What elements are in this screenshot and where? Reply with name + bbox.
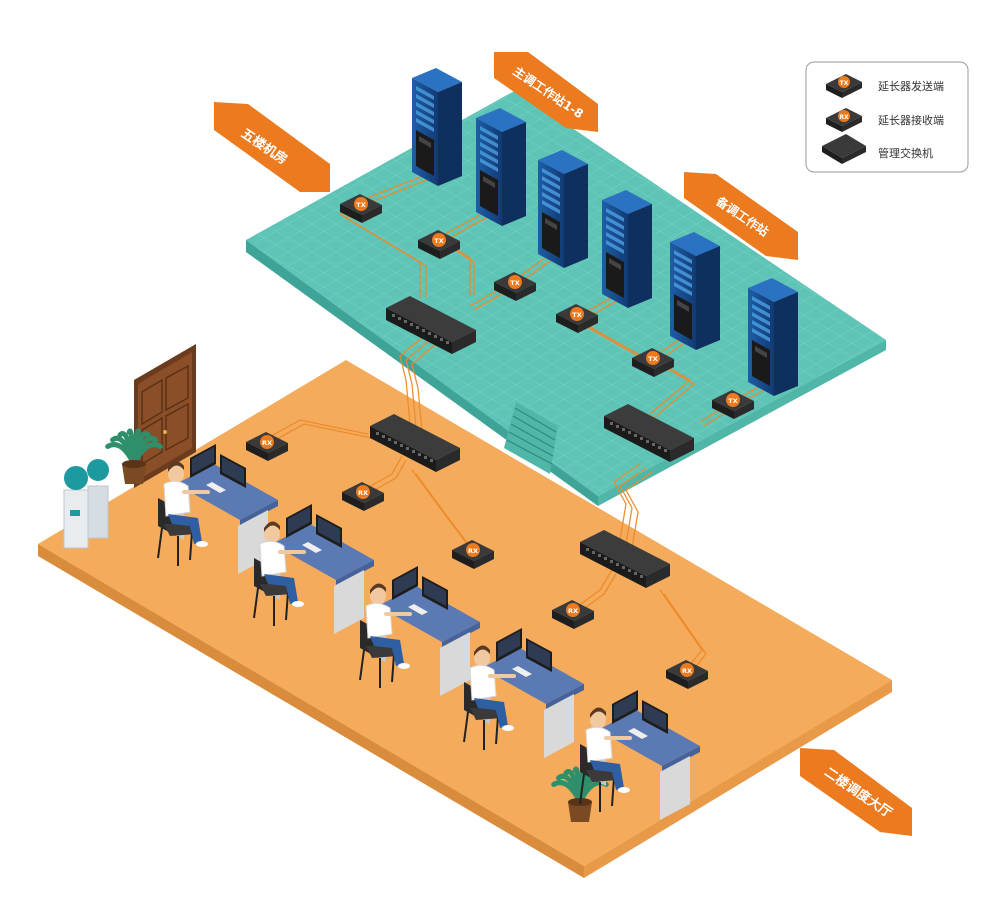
label-server-room: 五楼机房	[214, 102, 330, 192]
workstation	[463, 628, 584, 758]
rx-extender: RX	[666, 660, 708, 689]
network-switch	[386, 296, 476, 354]
server-rack	[412, 68, 462, 186]
server-rack	[670, 232, 720, 350]
server-rack	[476, 108, 526, 226]
svg-text:TX: TX	[572, 311, 581, 319]
tx-extender: TX	[556, 304, 598, 333]
legend: TX 延长器发送端 RX 延长器接收端 管理交换机	[805, 61, 969, 173]
legend-switch-label: 管理交换机	[878, 146, 933, 160]
tx-extender: TX	[340, 194, 382, 223]
legend-rx-label: 延长器接收端	[878, 113, 944, 127]
workstations	[157, 444, 700, 820]
legend-tx-label: 延长器发送端	[878, 79, 944, 93]
switches	[370, 296, 694, 588]
svg-text:RX: RX	[682, 667, 692, 675]
workstation	[253, 504, 374, 634]
extenders: TX TX TX TX TX TX RX RX RX RX RX	[246, 194, 754, 689]
plants	[105, 428, 609, 822]
svg-text:TX: TX	[648, 355, 657, 363]
network-switch	[604, 404, 694, 462]
tx-extender-icon: TX	[826, 74, 862, 98]
network-switch	[580, 530, 670, 588]
tx-extender: TX	[494, 272, 536, 301]
svg-text:RX: RX	[262, 439, 272, 447]
svg-text:RX: RX	[468, 547, 478, 555]
svg-text:RX: RX	[839, 114, 849, 121]
svg-text:TX: TX	[510, 279, 519, 287]
svg-text:RX: RX	[568, 607, 578, 615]
workstation	[359, 566, 480, 696]
switch-icon	[822, 134, 866, 164]
potted-plant	[551, 766, 609, 822]
door	[134, 344, 196, 488]
label-dispatch-hall: 二楼调度大厅	[800, 748, 912, 836]
server-racks	[412, 68, 798, 396]
svg-text:TX: TX	[728, 397, 737, 405]
workstation	[579, 690, 700, 820]
rx-extender: RX	[552, 600, 594, 629]
svg-text:RX: RX	[358, 489, 368, 497]
tx-extender: TX	[418, 230, 460, 259]
potted-plant	[105, 428, 163, 484]
workstation	[157, 444, 278, 574]
server-rack	[748, 278, 798, 396]
rx-extender: RX	[452, 540, 494, 569]
server-rack	[602, 190, 652, 308]
server-rack	[538, 150, 588, 268]
svg-text:TX: TX	[434, 237, 443, 245]
water-dispenser	[63, 459, 109, 549]
svg-text:TX: TX	[356, 201, 365, 209]
svg-text:TX: TX	[840, 80, 849, 87]
tx-extender: TX	[712, 390, 754, 419]
tx-extender: TX	[632, 348, 674, 377]
network-switch	[370, 414, 460, 472]
rx-extender: RX	[342, 482, 384, 511]
rx-extender-icon: RX	[826, 108, 862, 132]
rx-extender: RX	[246, 432, 288, 461]
stairs	[504, 402, 558, 474]
